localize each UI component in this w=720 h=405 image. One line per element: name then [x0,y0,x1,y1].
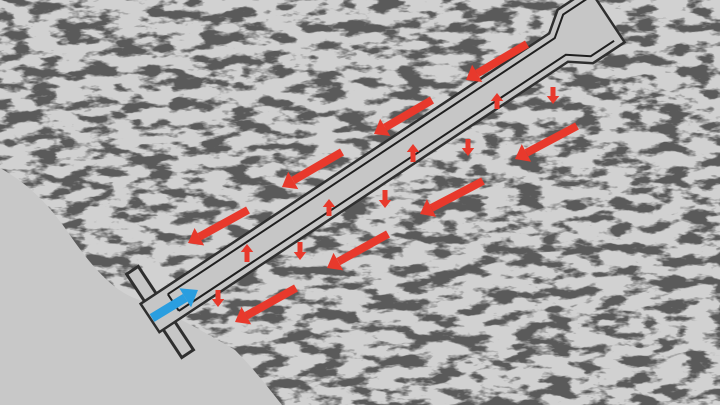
pressure-arrow-rock-2-shaft [383,96,435,131]
pressure-arrow-wall-1-head [490,93,504,101]
pressure-arrow-rock-8-head [235,306,252,325]
pressure-arrow-rock-3-shaft [291,148,345,184]
ground-surface [0,168,282,405]
borehole-inner-wall-top [167,0,588,296]
arrows-layer [149,40,579,325]
pressure-arrow-rock-6-shaft [429,177,485,212]
pressure-arrow-wall-5 [546,87,560,104]
injection-arrow-shaft [149,293,188,322]
injection-arrow [149,288,198,322]
pressure-arrow-rock-7-shaft [336,230,390,266]
pressure-arrow-wall-2 [406,144,420,162]
pressure-arrow-rock-4-head [188,227,205,246]
pressure-arrow-rock-1 [466,40,530,83]
pressure-arrow-rock-8-shaft [244,284,298,320]
pressure-arrow-rock-4-shaft [197,206,250,241]
pressure-arrow-rock-6 [420,177,485,217]
pressure-arrow-wall-1 [490,93,504,109]
pressure-arrow-wall-3 [322,199,336,216]
pressure-arrow-wall-8-head [293,252,307,260]
borehole-casing [138,0,627,334]
pressure-arrow-wall-7-head [378,200,392,208]
pressure-arrow-rock-7-head [327,252,344,271]
pressure-arrow-wall-8 [293,242,307,260]
pressure-arrow-wall-6-head [461,148,475,156]
pressure-arrow-rock-2 [374,96,435,137]
pressure-arrow-wall-4 [240,244,254,262]
pressure-arrow-rock-3-head [282,171,299,190]
pressure-arrow-wall-4-head [240,244,254,252]
pressure-arrow-rock-5 [515,122,579,162]
pressure-arrow-rock-3 [282,148,345,190]
pressure-arrow-rock-4 [188,206,250,246]
pressure-arrow-rock-8 [235,284,298,325]
pressure-arrow-wall-9 [211,290,225,307]
pressure-arrow-wall-9-head [211,299,225,307]
pressure-arrow-wall-2-head [406,144,420,152]
pressure-arrow-wall-6 [461,139,475,156]
pressure-arrow-rock-1-shaft [475,40,530,77]
pressure-arrow-wall-3-head [322,199,336,207]
pressure-arrow-wall-7 [378,190,392,208]
pressure-arrow-wall-5-head [546,96,560,104]
borehole [138,0,627,334]
injection-arrow-head [179,288,198,308]
pressure-arrow-rock-7 [327,230,390,271]
pressure-arrow-rock-6-head [420,199,437,217]
pressure-arrow-rock-2-head [374,118,391,137]
pressure-arrow-rock-5-shaft [524,122,579,157]
pressure-arrow-rock-5-head [515,144,532,162]
pressure-arrow-rock-1-head [466,64,483,83]
borehole-inner-wall-bottom [178,39,615,312]
